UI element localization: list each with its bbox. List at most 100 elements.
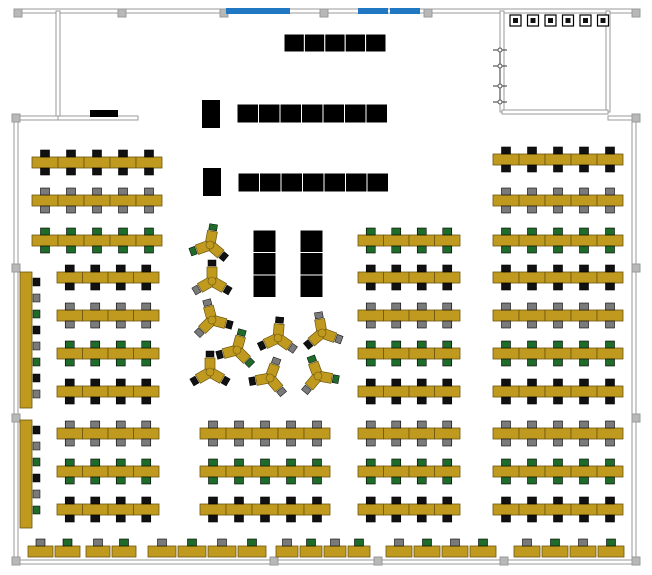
chair <box>527 438 537 447</box>
storage-cabinet <box>279 103 302 124</box>
chair <box>365 320 376 329</box>
chair <box>32 357 41 367</box>
desk <box>133 271 160 284</box>
desk <box>570 309 598 322</box>
pod-hub <box>232 345 242 355</box>
desk <box>57 194 85 207</box>
desk <box>225 465 253 478</box>
chair <box>579 396 589 405</box>
pod-arm <box>272 316 285 337</box>
chair <box>391 227 402 236</box>
chair <box>606 538 616 547</box>
desk <box>111 545 137 558</box>
chair <box>90 358 101 367</box>
storage-cabinet <box>280 172 303 193</box>
desk <box>570 427 598 440</box>
storage-cabinet <box>299 229 324 253</box>
desk <box>107 465 134 478</box>
desk <box>225 503 253 516</box>
chair <box>312 514 322 523</box>
cluster-pod <box>302 311 344 350</box>
desk <box>357 385 384 398</box>
chair <box>365 420 376 429</box>
chair <box>579 146 589 155</box>
chair <box>527 396 537 405</box>
desk <box>199 465 227 478</box>
chair <box>579 264 589 273</box>
chair <box>92 205 102 214</box>
chair <box>391 282 402 291</box>
chair <box>64 264 75 273</box>
chair <box>208 438 218 447</box>
wall-segment <box>55 10 61 119</box>
chair <box>144 245 154 254</box>
desk <box>570 234 598 247</box>
chair <box>605 340 615 349</box>
desk <box>408 234 435 247</box>
chair <box>118 167 128 176</box>
chair <box>416 378 427 387</box>
chair <box>40 167 50 176</box>
chair <box>579 187 589 196</box>
chair <box>115 458 126 467</box>
chair <box>208 476 218 485</box>
chair <box>365 245 376 254</box>
chair <box>501 227 511 236</box>
chair <box>225 319 234 330</box>
chair <box>605 320 615 329</box>
cluster-pod <box>188 223 230 262</box>
chair <box>90 320 101 329</box>
chair <box>553 420 563 429</box>
desk <box>518 194 546 207</box>
desk <box>107 427 134 440</box>
chair <box>478 538 488 547</box>
chair <box>579 164 589 173</box>
desk <box>135 194 163 207</box>
chair <box>115 282 126 291</box>
pod-arm <box>215 345 237 360</box>
desk <box>596 503 624 516</box>
chair <box>391 514 402 523</box>
chair <box>553 514 563 523</box>
pod-hub <box>273 333 283 343</box>
chair <box>306 538 316 547</box>
chair <box>579 302 589 311</box>
chair <box>64 282 75 291</box>
desk <box>492 427 520 440</box>
pod-arm <box>248 373 270 386</box>
desk <box>408 427 435 440</box>
desk <box>492 271 520 284</box>
desk <box>434 347 461 360</box>
chair <box>527 320 537 329</box>
cluster-pod <box>248 356 287 398</box>
chair <box>306 354 317 364</box>
desk <box>596 234 624 247</box>
storage-cabinet <box>303 33 326 53</box>
chair <box>605 476 615 485</box>
chair <box>312 458 322 467</box>
chair <box>501 282 511 291</box>
desk <box>492 153 520 166</box>
chair <box>442 320 453 329</box>
chair <box>605 358 615 367</box>
chair <box>301 384 312 396</box>
desk <box>31 156 59 169</box>
chair <box>64 438 75 447</box>
chair <box>365 340 376 349</box>
desk <box>544 194 572 207</box>
chair <box>501 438 511 447</box>
chair <box>553 282 563 291</box>
chair <box>144 205 154 214</box>
chair <box>118 245 128 254</box>
chair <box>553 438 563 447</box>
chair <box>391 245 402 254</box>
pod-arm <box>204 350 216 371</box>
chair <box>579 378 589 387</box>
chair <box>64 476 75 485</box>
wall-segment <box>15 115 59 121</box>
chair <box>579 358 589 367</box>
chair <box>248 376 257 386</box>
storage-cabinet <box>324 33 346 53</box>
chair <box>141 264 152 273</box>
chair <box>416 420 427 429</box>
